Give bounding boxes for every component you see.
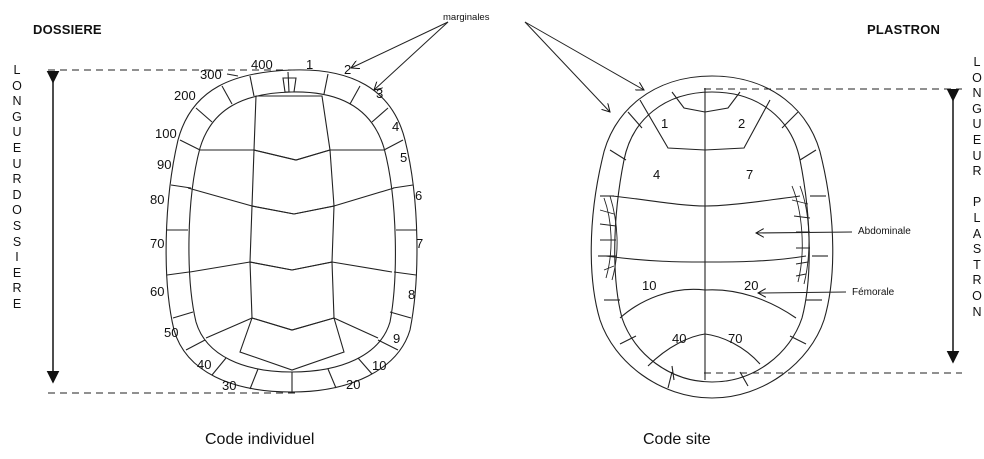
- plastron-code-4: 4: [653, 167, 660, 182]
- code-300: 300: [200, 67, 222, 82]
- longueur-plastron-letter: G: [972, 102, 982, 118]
- code-1: 1: [306, 57, 313, 72]
- plastron-heading: PLASTRON: [867, 22, 940, 37]
- longueur-plastron-letter: L: [974, 55, 981, 71]
- longueur-plastron-letter: A: [973, 227, 981, 243]
- code-2: 2: [344, 62, 351, 77]
- longueur-plastron-letter: S: [973, 242, 981, 258]
- code-7: 7: [416, 236, 423, 251]
- code-8: 8: [408, 287, 415, 302]
- plastron-code-40: 40: [672, 331, 686, 346]
- plastron-codes: 1 2 4 7 10 20 40 70: [642, 116, 758, 346]
- code-90: 90: [157, 157, 171, 172]
- code-300-pointer: [227, 74, 238, 76]
- anal-seam: [648, 334, 760, 366]
- longueur-dossiere-letter: N: [12, 94, 21, 110]
- code-20: 20: [346, 377, 360, 392]
- longueur-dossiere-letter: G: [12, 110, 22, 126]
- longueur-plastron-letter: L: [974, 211, 981, 227]
- code-100: 100: [155, 126, 177, 141]
- longueur-dossiere-letter: O: [12, 203, 22, 219]
- plastron-code-2: 2: [738, 116, 745, 131]
- plastron-code-7: 7: [746, 167, 753, 182]
- longueur-dossiere-letter: E: [13, 297, 21, 313]
- humeral-division-left: [640, 100, 705, 150]
- abdominal-seam: [606, 256, 806, 262]
- abdominale-label: Abdominale: [858, 226, 911, 237]
- longueur-plastron-letter: E: [973, 133, 981, 149]
- gular-right: [705, 92, 740, 112]
- code-5: 5: [400, 150, 407, 165]
- code-400: 400: [251, 57, 273, 72]
- longueur-plastron-letter: N: [972, 86, 981, 102]
- longueur-dossiere-letter: E: [13, 141, 21, 157]
- vertebral-scutes: [240, 96, 344, 370]
- longueur-plastron-letter: T: [973, 258, 981, 274]
- longueur-plastron-letter: O: [972, 289, 982, 305]
- dossiere-heading: DOSSIERE: [33, 22, 102, 37]
- plastron-code-1: 1: [661, 116, 668, 131]
- longueur-plastron-letter: P: [973, 195, 981, 211]
- plastron-marginal-dividers: [598, 112, 828, 388]
- longueur-plastron-letter: U: [972, 117, 981, 133]
- femoral-seam: [620, 289, 796, 318]
- abdominale-pointer: [756, 232, 852, 233]
- plastron: [591, 76, 833, 398]
- code-200: 200: [174, 88, 196, 103]
- code-80: 80: [150, 192, 164, 207]
- longueur-plastron-letter: R: [972, 164, 981, 180]
- longueur-plastron-letter: N: [972, 305, 981, 321]
- code-50: 50: [164, 325, 178, 340]
- code-4: 4: [392, 119, 399, 134]
- longueur-dossiere-letter: U: [12, 125, 21, 141]
- code-70: 70: [150, 236, 164, 251]
- longueur-dossiere-letter: S: [13, 219, 21, 235]
- pectoral-seam: [612, 196, 800, 206]
- plastron-inner-rim: [615, 92, 810, 382]
- marginal-scute-dividers: [167, 72, 417, 392]
- longueur-plastron-letter: R: [972, 273, 981, 289]
- dossiere-carapace: [166, 70, 417, 392]
- gular-left: [672, 92, 705, 112]
- longueur-dossiere-letter: I: [15, 250, 18, 266]
- caption-code-individuel: Code individuel: [205, 431, 314, 449]
- longueur-dossiere-letter: L: [14, 63, 21, 79]
- code-30: 30: [222, 378, 236, 393]
- code-9: 9: [393, 331, 400, 346]
- nuchal-scute: [283, 78, 296, 92]
- bridge-right: [792, 186, 810, 284]
- longueur-plastron-letter: U: [972, 149, 981, 165]
- plastron-code-70: 70: [728, 331, 742, 346]
- code-3: 3: [376, 86, 383, 101]
- carapace-outline: [166, 70, 417, 392]
- plastron-code-20: 20: [744, 278, 758, 293]
- caption-code-site: Code site: [643, 431, 711, 449]
- longueur-dossiere-letter: O: [12, 79, 22, 95]
- marginales-pointers: [351, 22, 644, 112]
- femorale-pointer: [758, 292, 846, 293]
- marginales-label: marginales: [443, 12, 490, 23]
- longueur-dossiere-letter: R: [12, 172, 21, 188]
- code-6: 6: [415, 188, 422, 203]
- plastron-code-10: 10: [642, 278, 656, 293]
- longueur-dossiere-letter: S: [13, 235, 21, 251]
- longueur-dossiere-letter: R: [12, 281, 21, 297]
- longueur-plastron-letter: O: [972, 71, 982, 87]
- longueur-dossiere-letter: U: [12, 157, 21, 173]
- longueur-dossiere-letter: E: [13, 266, 21, 282]
- code-60: 60: [150, 284, 164, 299]
- longueur-dossiere-letter: D: [12, 188, 21, 204]
- plastron-outline: [591, 76, 833, 398]
- longueur-plastron-letter: [975, 180, 978, 196]
- femorale-label: Fémorale: [852, 287, 895, 298]
- code-40: 40: [197, 357, 211, 372]
- costal-scute-dividers: [188, 150, 394, 338]
- code-10: 10: [372, 358, 386, 373]
